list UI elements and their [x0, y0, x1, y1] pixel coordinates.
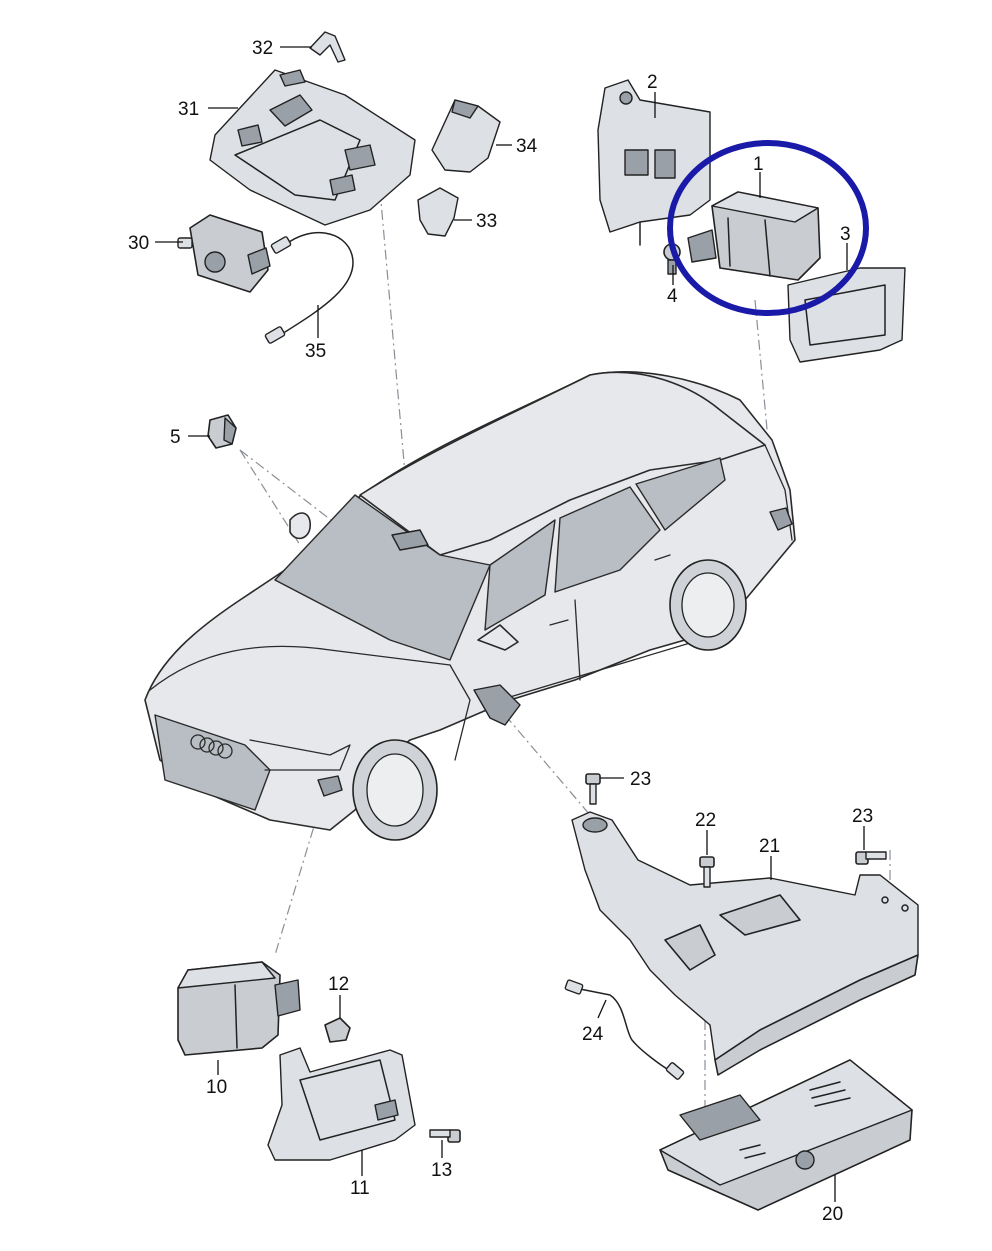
label-12: 12 [328, 974, 349, 995]
leader-lines [155, 46, 865, 1202]
label-31: 31 [178, 99, 199, 120]
part-2-bracket [597, 79, 711, 246]
label-23-upper: 23 [630, 769, 651, 790]
highlight-circle [667, 140, 869, 316]
part-20-control-unit [659, 1059, 913, 1211]
label-21: 21 [759, 836, 780, 857]
part-21-bracket [571, 811, 919, 1076]
part-11-bracket [267, 1047, 416, 1161]
audi-rings [190, 734, 233, 759]
label-35: 35 [305, 341, 326, 362]
part-10-control-unit [177, 961, 301, 1056]
mirror-left [289, 512, 311, 540]
label-34: 34 [516, 136, 538, 157]
car-sensor-windshield [391, 529, 429, 551]
label-33: 33 [476, 211, 497, 232]
label-4: 4 [667, 286, 678, 307]
part-13-bolt [429, 1129, 461, 1143]
label-13: 13 [431, 1160, 452, 1181]
part-1-control-unit [687, 191, 821, 281]
label-23-right: 23 [852, 806, 873, 827]
part-12-clip [324, 1017, 351, 1043]
label-3: 3 [840, 224, 851, 245]
part-33-cover-small [417, 187, 459, 237]
part-34-cover [431, 99, 501, 173]
label-32: 32 [252, 38, 273, 59]
part-23-bolt-right [855, 851, 887, 865]
car-sensor-front [317, 775, 343, 797]
part-22-bolt [699, 856, 715, 888]
label-5: 5 [170, 427, 181, 448]
label-11: 11 [350, 1178, 370, 1199]
part-23-bolt-upper [585, 773, 601, 805]
label-22: 22 [695, 810, 716, 831]
part-32-clip [309, 31, 346, 63]
part-3-holder [787, 267, 906, 363]
car-sensor-door [473, 684, 521, 726]
car-illustration [144, 371, 796, 841]
part-5-sensor [207, 414, 237, 449]
label-20: 20 [822, 1204, 843, 1225]
part-30-sensor [177, 214, 271, 293]
part-35-cable [264, 231, 354, 344]
label-1: 1 [753, 154, 764, 175]
part-31-mounting-plate [209, 69, 416, 226]
car-sensor-rear [769, 507, 793, 531]
part-labels: 32 31 30 35 34 33 2 1 3 4 5 23 22 21 23 … [128, 38, 873, 1225]
label-10: 10 [206, 1077, 227, 1098]
label-2: 2 [647, 72, 658, 93]
part-20-vents [739, 1081, 851, 1159]
label-30: 30 [128, 233, 149, 254]
label-24: 24 [582, 1024, 604, 1045]
part-24-cable [564, 979, 685, 1080]
